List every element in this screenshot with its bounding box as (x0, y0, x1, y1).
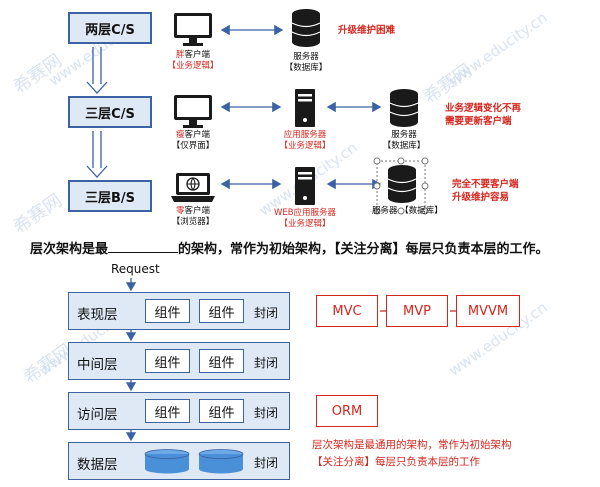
pattern-mvc: MVC (316, 295, 378, 327)
component-box: 组件 (145, 349, 190, 373)
tier-arrow-1 (86, 47, 108, 94)
fat-client-label: 胖客户端 【业务逻辑】 (167, 50, 219, 71)
app-server-icon (295, 89, 315, 127)
web-app-server-label: WEB应用服务器 【业务逻辑】 (273, 208, 337, 229)
pattern-orm: ORM (316, 395, 378, 427)
database-server-icon (387, 165, 417, 203)
layer-presentation: 表现层 组件 组件 封闭 (68, 292, 290, 330)
app-server-label: 应用服务器 【业务逻辑】 (279, 130, 331, 151)
server-label-row1: 服务器 【数据库】 (284, 52, 328, 73)
component-box: 组件 (199, 399, 244, 423)
layer-access: 访问层 组件 组件 封闭 (68, 392, 290, 430)
connector-lines (86, 24, 429, 215)
note-row2: 业务逻辑变化不再 需要更新客户端 (445, 103, 522, 127)
layer-label: 数据层 (77, 457, 118, 473)
layer-middle: 中间层 组件 组件 封闭 (68, 342, 290, 380)
database-server-icon (291, 9, 321, 47)
database-cylinder-icon (198, 449, 244, 474)
bottom-note: 层次架构是最通用的架构，常作为初始架构 【关注分离】每层只负责本层的工作 (312, 439, 512, 468)
component-box: 组件 (199, 299, 244, 323)
database-server-icon (389, 89, 419, 127)
pattern-mvvm: MVVM (456, 295, 520, 327)
database-cylinder-icon (144, 449, 190, 474)
note-row3: 完全不要客户端 升级维护容易 (452, 179, 519, 203)
tier-arrow-2 (86, 131, 108, 178)
summary-sentence: 层次架构是最的架构，常作为初始架构，【关注分离】每层只负责本层的工作。 (30, 241, 549, 257)
component-box: 组件 (145, 399, 190, 423)
server-label-row2: 服务器 【数据库】 (382, 130, 426, 151)
tier-3-layer-bs: 三层B/S (68, 180, 152, 212)
fill-in-blank (108, 241, 179, 253)
closed-label: 封闭 (254, 306, 279, 320)
layer-label: 表现层 (77, 307, 118, 323)
zero-client-label: 零客户端 【浏览器】 (171, 206, 215, 227)
server-label-row3: 服务器 【数据库】 (372, 206, 443, 216)
monitor-icon (174, 13, 212, 46)
layer-label: 访问层 (77, 407, 118, 423)
closed-label: 封闭 (254, 356, 279, 370)
layer-label: 中间层 (77, 357, 118, 373)
tier-3-layer-cs: 三层C/S (68, 96, 152, 128)
selection-handles (373, 157, 429, 215)
request-label: Request (111, 262, 160, 276)
note-row1: 升级维护困难 (338, 25, 396, 36)
monitor-icon (174, 95, 212, 128)
closed-label: 封闭 (254, 406, 279, 420)
tier-2-layer-cs: 两层C/S (68, 12, 152, 44)
pattern-mvp: MVP (386, 295, 448, 327)
laptop-globe-icon (171, 173, 215, 202)
closed-label: 封闭 (254, 456, 279, 470)
component-box: 组件 (145, 299, 190, 323)
thin-client-label: 瘦客户端 【仅界面】 (171, 130, 215, 151)
component-box: 组件 (199, 349, 244, 373)
app-server-icon (295, 167, 315, 205)
layer-data: 数据层 封闭 (68, 442, 290, 480)
